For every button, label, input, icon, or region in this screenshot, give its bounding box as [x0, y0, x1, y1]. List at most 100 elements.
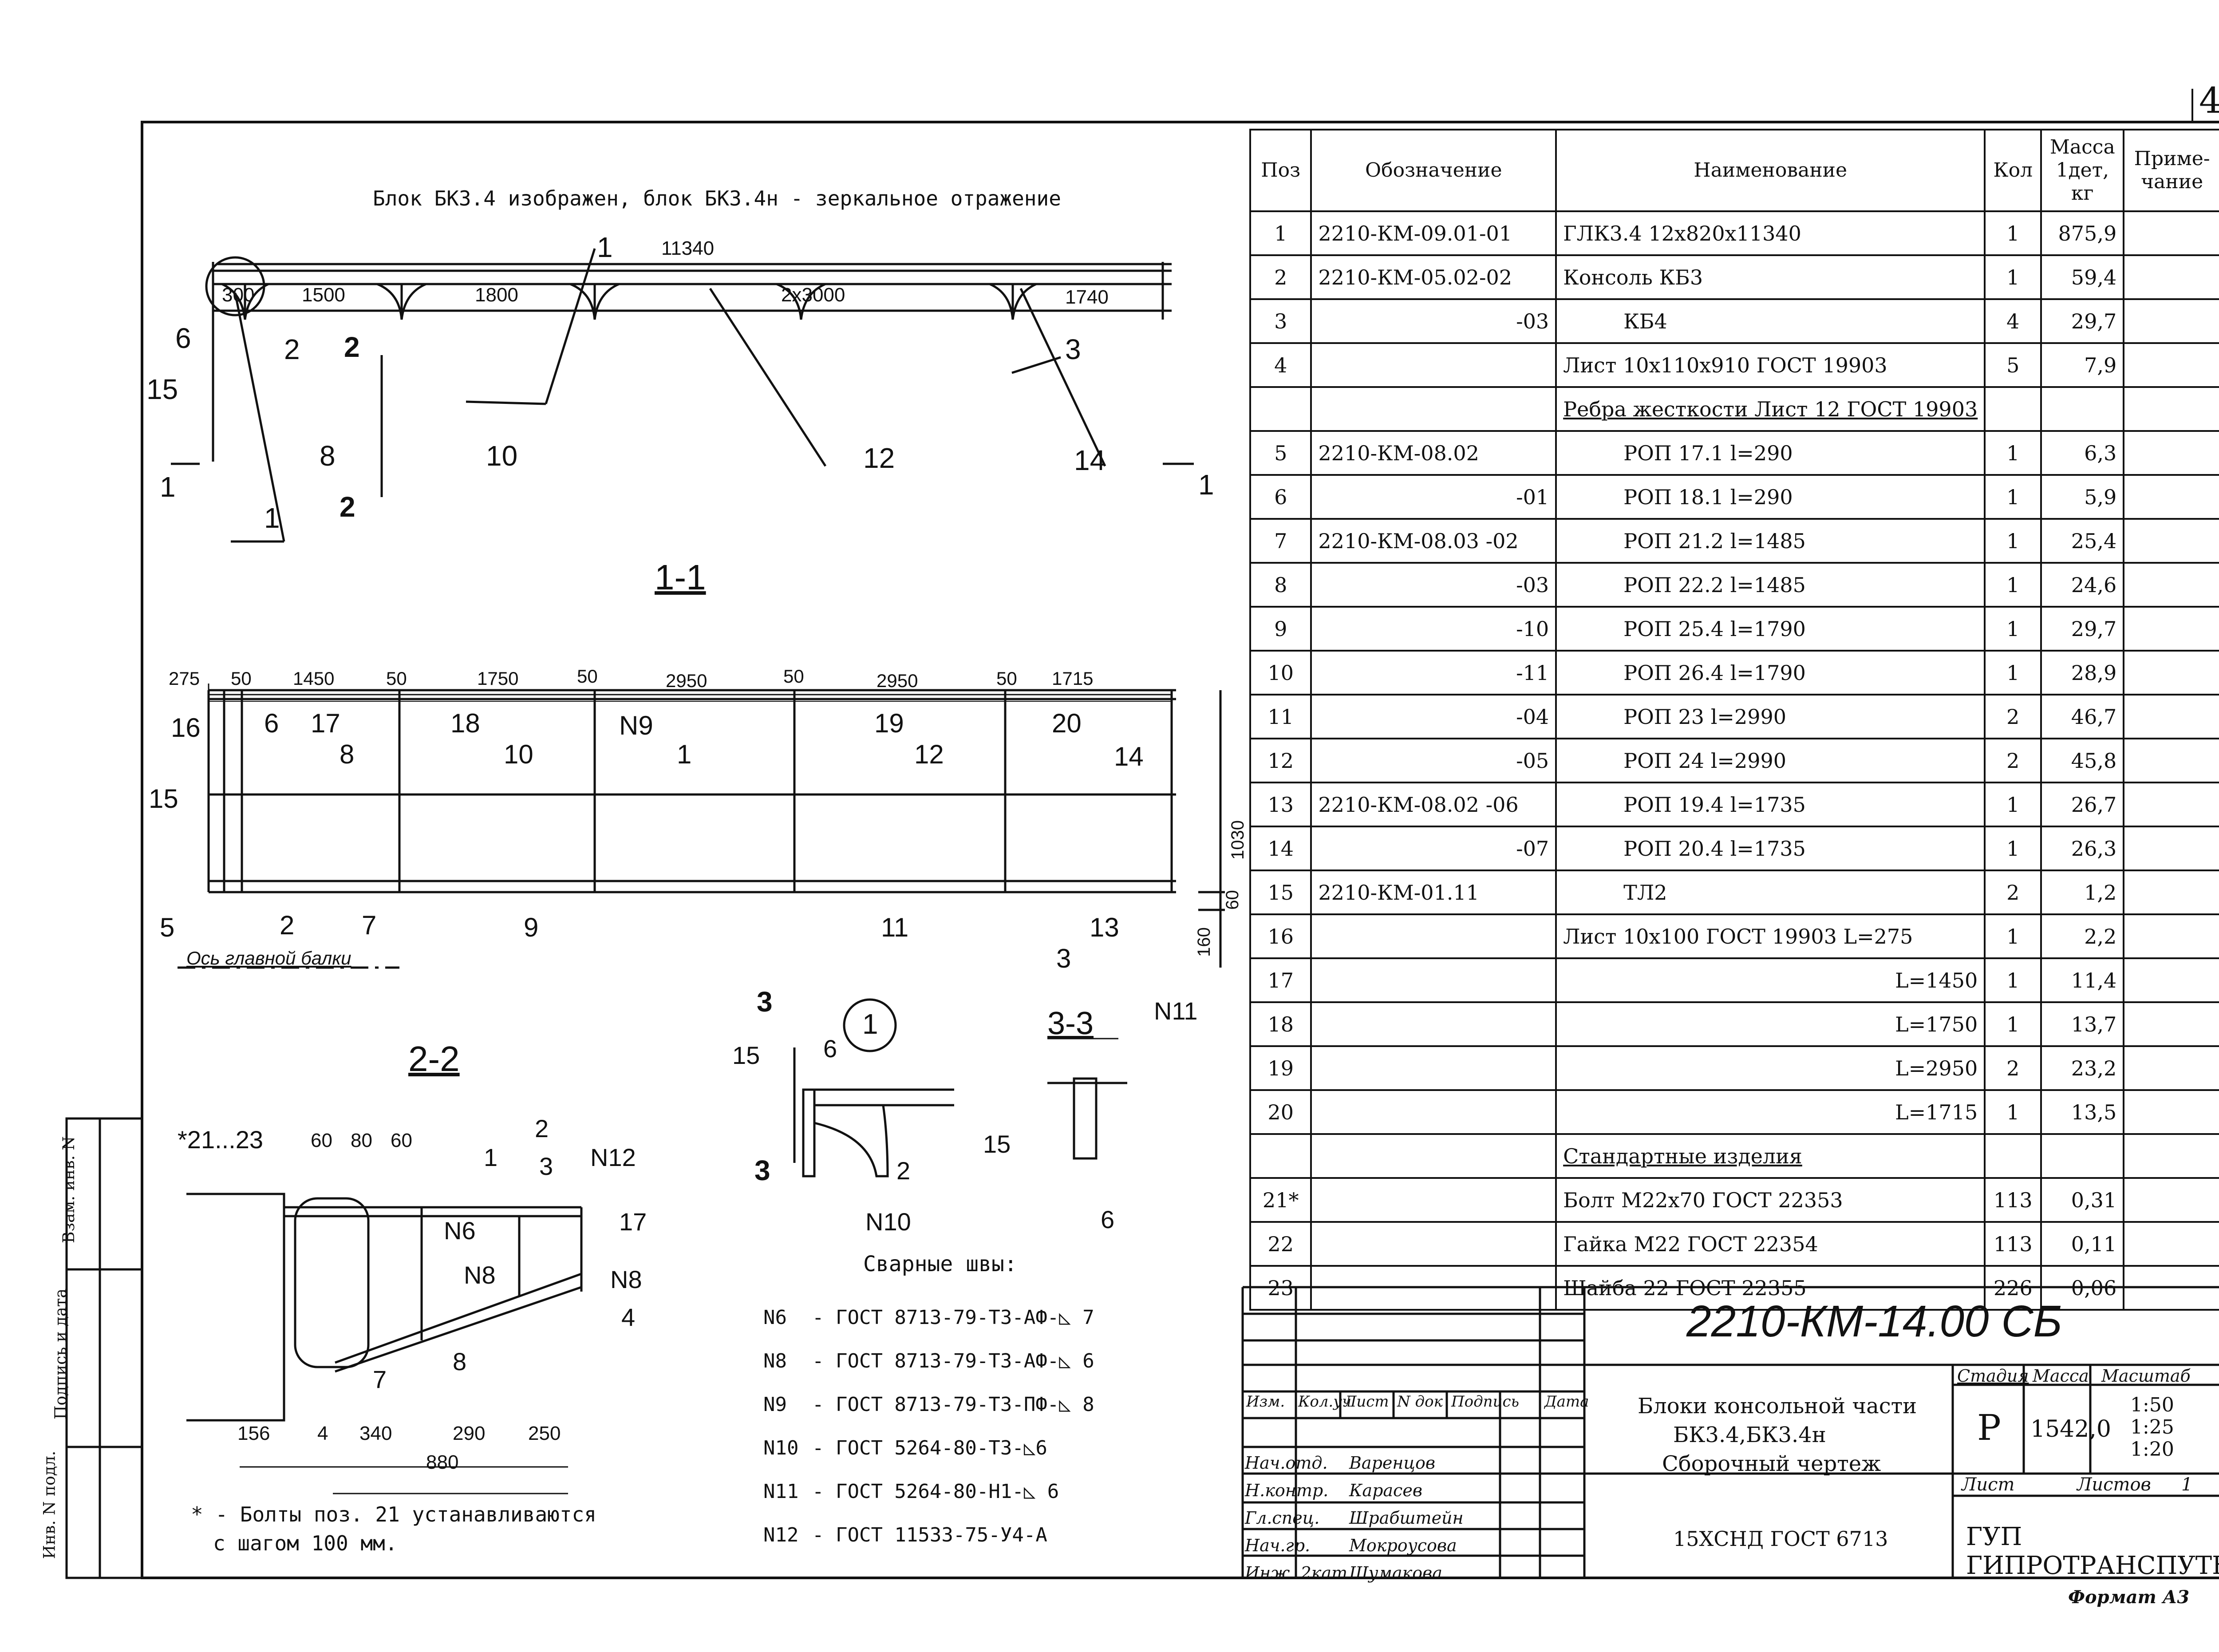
welds-title: Сварные швы: — [863, 1252, 1017, 1277]
spec-cell-name: L=1715 — [1555, 1089, 1986, 1135]
spec-cell-mass: 0,11 — [2040, 1221, 2125, 1267]
side-stamp-inv: Инв. N подл. — [40, 1450, 59, 1559]
spec-cell-name: РОП 22.2 l=1485 — [1555, 562, 1986, 608]
spec-cell-name: ТЛ2 — [1555, 869, 1986, 915]
s22-dim-290: 290 — [453, 1423, 486, 1444]
spec-cell-pos: 7 — [1249, 518, 1312, 564]
spec-cell-mass: 29,7 — [2040, 298, 2125, 344]
spec-cell-qty: 1 — [1984, 210, 2042, 256]
spec-cell-des — [1310, 1001, 1557, 1047]
s11-callout-7: 7 — [362, 910, 377, 940]
header-qty: Кол — [1984, 129, 2042, 212]
spec-cell-name: Лист 10x100 ГОСТ 19903 L=275 — [1555, 913, 1986, 959]
s22-callout-1: 1 — [484, 1143, 498, 1171]
s22-callout-8: 8 — [453, 1348, 467, 1375]
spec-cell-des: -04 — [1310, 694, 1557, 739]
spec-cell-pos — [1249, 1133, 1312, 1179]
side-stamp-sign: Подпись и дата — [51, 1288, 70, 1419]
plan-callout-1b: 1 — [264, 502, 280, 534]
s11-callout-18: 18 — [450, 708, 480, 738]
spec-cell-qty — [1984, 1133, 2042, 1179]
spec-cell-des — [1310, 1045, 1557, 1091]
spec-cell-name: L=1750 — [1555, 1001, 1986, 1047]
spec-cell-pos: 14 — [1249, 826, 1312, 871]
spec-cell-pos: 11 — [1249, 694, 1312, 739]
s11-callout-1: 1 — [677, 739, 692, 769]
s11-callout-19: 19 — [874, 708, 904, 738]
plan-callout-14: 14 — [1074, 444, 1106, 476]
section-2-2 — [186, 1193, 583, 1494]
spec-cell-qty: 2 — [1984, 694, 2042, 739]
spec-cell-mass: 26,3 — [2040, 826, 2125, 871]
spec-cell-qty: 1 — [1984, 1001, 2042, 1047]
spec-cell-mass: 25,4 — [2040, 518, 2125, 564]
s22-callout-n8b: N8 — [610, 1265, 642, 1293]
spec-cell-mass — [2040, 386, 2125, 432]
s22-dim-60b: 60 — [391, 1130, 412, 1151]
spec-cell-des — [1310, 342, 1557, 388]
node-1-label: 1 — [862, 1008, 878, 1040]
spec-cell-pos: 3 — [1249, 298, 1312, 344]
header-note: Приме- чание — [2123, 129, 2219, 212]
s11-callout-15: 15 — [149, 784, 178, 814]
spec-cell-des: -05 — [1310, 738, 1557, 783]
s11-dim-2950b: 2950 — [877, 670, 918, 691]
spec-cell-qty: 1 — [1984, 518, 2042, 564]
spec-cell-note — [2123, 738, 2219, 783]
node-callout-6: 6 — [823, 1035, 837, 1063]
weld-item: N8- ГОСТ 8713-79-Т3-АФ-◺ 6 — [763, 1350, 1094, 1372]
plan-callout-10: 10 — [486, 440, 518, 472]
spec-cell-qty: 1 — [1984, 1089, 2042, 1135]
s33-callout-15: 15 — [983, 1130, 1011, 1158]
spec-cell-note — [2123, 254, 2219, 300]
spec-cell-note — [2123, 782, 2219, 827]
spec-cell-des: 2210-КМ-08.02 -06 — [1310, 782, 1557, 827]
spec-cell-des: -10 — [1310, 606, 1557, 652]
spec-cell-name: РОП 19.4 l=1735 — [1555, 782, 1986, 827]
s22-callout-7: 7 — [373, 1365, 387, 1393]
spec-cell-mass: 46,7 — [2040, 694, 2125, 739]
weld-item: N6- ГОСТ 8713-79-Т3-АФ-◺ 7 — [763, 1306, 1094, 1329]
plan-section-mark-2b: 2 — [340, 491, 355, 523]
s33-callout-6: 6 — [1101, 1205, 1115, 1233]
spec-cell-qty: 1 — [1984, 606, 2042, 652]
spec-cell-mass: 0,31 — [2040, 1177, 2125, 1223]
spec-cell-name: Болт М22x70 ГОСТ 22353 — [1555, 1177, 1986, 1223]
spec-cell-pos: 16 — [1249, 913, 1312, 959]
plan-section-mark-1b: 1 — [1198, 469, 1214, 501]
page-number: 48 — [2199, 80, 2219, 121]
spec-cell-name: Лист 10x110x910 ГОСТ 19903 — [1555, 342, 1986, 388]
spec-cell-mass: 0,06 — [2040, 1265, 2125, 1311]
spec-cell-note — [2123, 474, 2219, 520]
s22-callout-17: 17 — [619, 1208, 647, 1236]
spec-cell-qty: 1 — [1984, 782, 2042, 827]
spec-cell-pos: 13 — [1249, 782, 1312, 827]
s11-callout-16: 16 — [171, 713, 201, 743]
spec-cell-pos: 17 — [1249, 957, 1312, 1003]
s11-callout-2: 2 — [280, 910, 295, 940]
s11-vert-dim-1030: 1030 — [1228, 820, 1248, 860]
spec-cell-note — [2123, 298, 2219, 344]
s11-callout-13: 13 — [1090, 913, 1119, 942]
section-3-3 — [1047, 1038, 1127, 1160]
spec-cell-des: -07 — [1310, 826, 1557, 871]
section-2-2-label: 2-2 — [408, 1039, 460, 1079]
s22-callout-2: 2 — [535, 1115, 549, 1142]
spec-cell-des: -11 — [1310, 650, 1557, 696]
spec-cell-qty: 226 — [1984, 1265, 2042, 1311]
weld-item: N11- ГОСТ 5264-80-Н1-◺ 6 — [763, 1480, 1059, 1503]
spec-cell-note — [2123, 210, 2219, 256]
node-section-mark-3a: 3 — [757, 986, 773, 1018]
s11-dim-50e: 50 — [996, 668, 1017, 689]
weld-item: N12- ГОСТ 11533-75-У4-А — [763, 1524, 1047, 1546]
mass-value: 1542,0 — [2030, 1416, 2111, 1443]
spec-cell-mass: 45,8 — [2040, 738, 2125, 783]
s11-callout-9: 9 — [524, 913, 539, 942]
s22-callout-4: 4 — [621, 1303, 636, 1331]
plan-callout-12: 12 — [863, 442, 895, 474]
